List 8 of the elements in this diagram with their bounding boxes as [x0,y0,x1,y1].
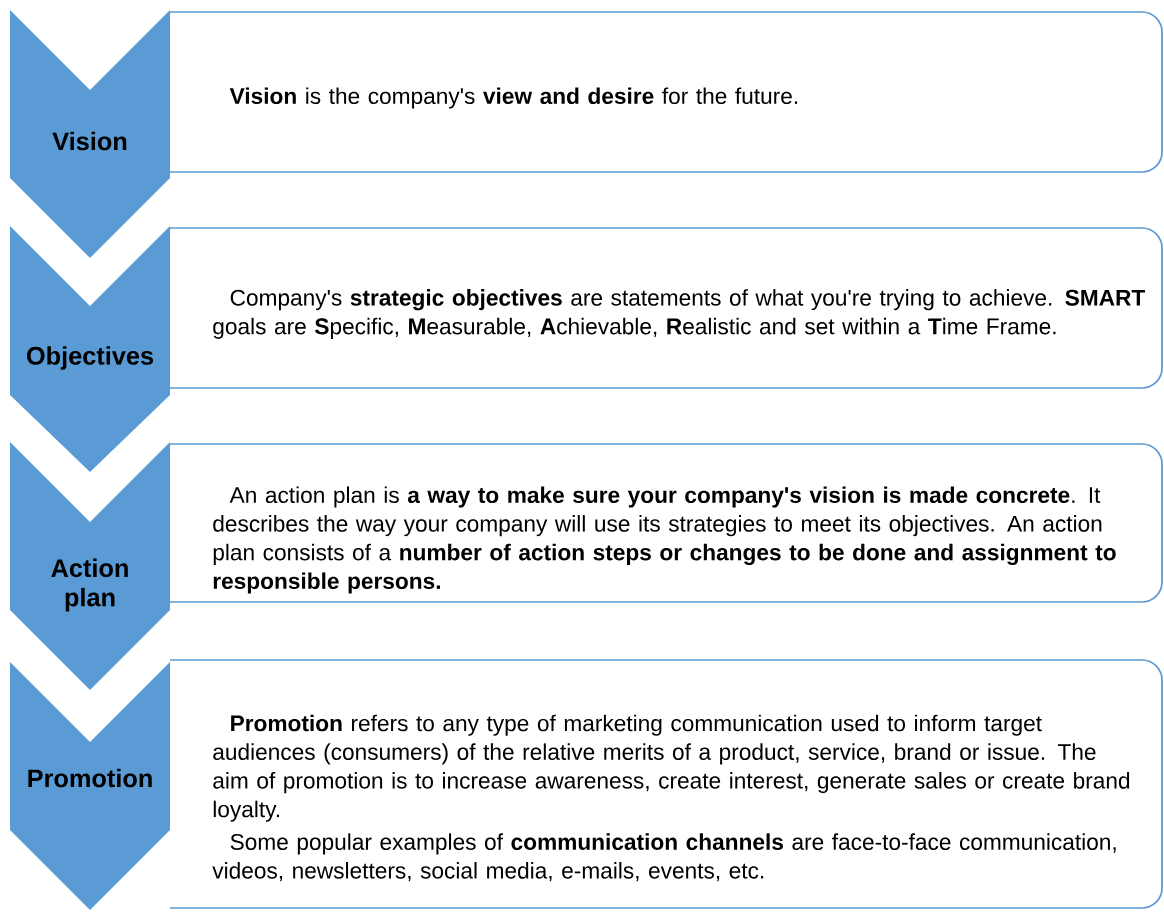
text-box: Promotion refers to any type of marketing communication used to inform target audiences (consumers) of the relative merits of a product, service, brand or issue. The aim of promotion is to increase awareness, create interest, generate sales or create brand loyalty. Some popular examples of communication channels are face-to-face communication, videos, newsletters, social media, e-mails, events, etc. [169,659,1163,909]
text-box: Company's strategic objectives are statements of what you're trying to achieve. SMART goals are Specific, Measurable, Achievable, Realistic and set within a Time Frame. [169,227,1163,389]
step-banner: Objectives [10,226,170,472]
step-banner: Vision [10,10,170,258]
text-box: Vision is the company's view and desire for the future. [169,11,1163,173]
text-box: An action plan is a way to make sure your company's vision is made concrete. It describes the way your company will use its strategies to meet its objectives. An action plan consists of a number of action steps or changes to be done and assignment to responsible persons. [169,443,1163,603]
step-banner: Promotion [10,662,170,910]
step-banner: Action plan [10,442,170,690]
